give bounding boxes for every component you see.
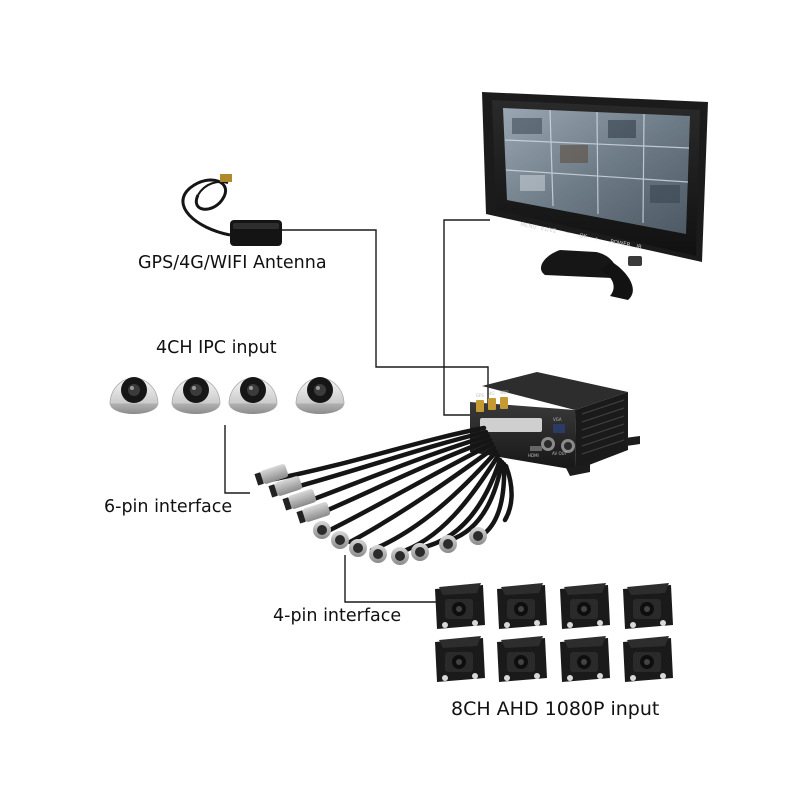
ahd-camera	[623, 636, 673, 682]
button-plus: +	[594, 236, 600, 243]
ahd-camera	[435, 583, 485, 629]
button-menu: MENU	[520, 222, 537, 231]
ahd-camera	[623, 583, 673, 629]
ipc-camera	[171, 377, 221, 414]
monitor-buttons: MENU V1/V2 − OK + POWER IR	[520, 222, 643, 251]
port-label-4g: 4G	[489, 391, 495, 396]
port-label-vga: VGA	[553, 417, 562, 422]
antenna-label: GPS/4G/WIFI Antenna	[138, 253, 327, 273]
four-pin-connector	[369, 545, 387, 563]
ahd-camera-group	[435, 583, 673, 682]
ahd-camera	[497, 636, 547, 682]
ahd-input-label: 8CH AHD 1080P input	[451, 698, 660, 720]
six-pin-connectors	[254, 464, 331, 524]
ipc-camera	[109, 377, 159, 414]
ipc-input-label: 4CH IPC input	[156, 338, 277, 358]
ahd-camera	[560, 636, 610, 682]
button-ok: OK	[579, 233, 588, 240]
six-pin-connector	[296, 502, 331, 524]
ahd-link-line	[344, 555, 440, 603]
ipc-camera-group	[109, 377, 345, 414]
button-v1v2: V1/V2	[540, 226, 557, 235]
ahd-camera	[560, 583, 610, 629]
ipc-camera	[228, 377, 278, 414]
cable-bundle	[267, 425, 514, 556]
four-pin-connector	[439, 535, 457, 553]
connection-lines	[224, 219, 490, 603]
monitor-device: MENU V1/V2 − OK + POWER IR	[482, 92, 708, 300]
port-label-hdmi: HDMI	[528, 453, 539, 458]
four-pin-connector	[313, 521, 331, 539]
button-ir: IR	[636, 244, 643, 251]
ahd-camera	[435, 636, 485, 682]
six-pin-label: 6-pin interface	[104, 497, 233, 517]
button-minus: −	[565, 230, 571, 237]
ahd-camera	[497, 583, 547, 629]
port-label-wifi: WIFI	[500, 390, 509, 395]
four-pin-connector	[349, 539, 367, 557]
four-pin-label: 4-pin interface	[273, 606, 402, 626]
port-label-gps: GPS	[476, 393, 485, 398]
port-label-avout: AV OUT	[552, 451, 568, 456]
six-pin-connector	[268, 476, 303, 498]
four-pin-connector	[469, 527, 487, 545]
antenna-device	[181, 174, 282, 246]
four-pin-connector	[411, 543, 429, 561]
screen-grid	[504, 109, 690, 224]
six-pin-connector	[282, 489, 317, 511]
monitor-link-line	[443, 219, 490, 416]
four-pin-connector	[391, 547, 409, 565]
four-pin-connector	[331, 531, 349, 549]
ipc-camera	[295, 377, 345, 414]
ipc-link-line	[224, 425, 250, 494]
four-pin-connectors	[313, 521, 487, 565]
antenna-link-line	[258, 229, 489, 405]
six-pin-connector	[254, 464, 289, 486]
button-power: POWER	[610, 239, 631, 248]
